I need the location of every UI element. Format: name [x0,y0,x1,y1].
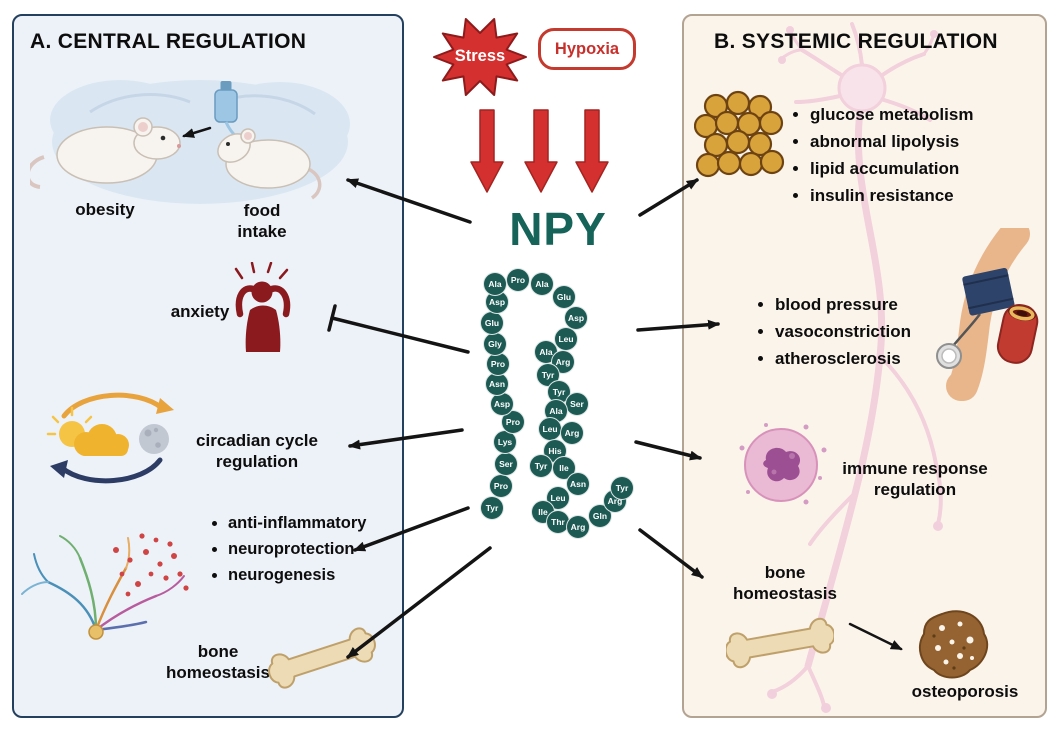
food-intake-label: food intake [237,201,287,242]
neuro-bullet-list: anti-inflammatory neuroprotection neurog… [228,510,366,588]
amino-acid-bead: Glu [480,311,504,335]
anxiety-label: anxiety [170,302,230,321]
amino-acid-bead: Pro [486,352,510,376]
amino-acid-bead: Tyr [529,454,553,478]
adipose-bullet-list: glucose metabolism abnormal lipolysis li… [810,102,973,209]
amino-acid-bead: Glu [552,285,576,309]
hypoxia-badge: Hypoxia [538,28,636,70]
bullet-item: abnormal lipolysis [810,129,973,156]
central-regulation-panel [12,14,404,718]
bullet-item: atherosclerosis [775,346,911,373]
bullet-item: neuroprotection [228,536,366,562]
bullet-item: glucose metabolism [810,102,973,129]
amino-acid-bead: Leu [538,417,562,441]
amino-acid-bead: Asp [564,306,588,330]
bullet-item: anti-inflammatory [228,510,366,536]
bullet-item: vasoconstriction [775,319,911,346]
vascular-bullet-list: blood pressure vasoconstriction atherosc… [775,292,911,373]
systemic-panel-title: B. SYSTEMIC REGULATION [714,30,998,53]
immune-response-label: immune response regulation [842,459,988,500]
bone-homeostasis-label-right: bone homeostasis [733,563,837,604]
central-panel-title: A. CENTRAL REGULATION [30,30,307,53]
amino-acid-bead: Tyr [610,476,634,500]
amino-acid-bead: Ala [483,272,507,296]
circadian-label: circadian cycle regulation [196,431,318,472]
amino-acid-bead: Arg [566,515,590,539]
npy-title: NPY [509,203,607,255]
stress-label: Stress [454,46,506,65]
amino-acid-bead: Pro [506,268,530,292]
amino-acid-bead: Tyr [480,496,504,520]
red-down-arrows [470,109,609,193]
amino-acid-bead: Ala [534,340,558,364]
amino-acid-bead: Asn [566,472,590,496]
obesity-label: obesity [75,200,135,219]
amino-acid-bead: Arg [560,421,584,445]
amino-acid-bead: Leu [554,327,578,351]
amino-acid-bead: Pro [489,474,513,498]
amino-acid-bead: Ser [565,392,589,416]
bullet-item: lipid accumulation [810,156,973,183]
bullet-item: insulin resistance [810,183,973,210]
amino-acid-bead: Pro [501,410,525,434]
bullet-item: blood pressure [775,292,911,319]
bullet-item: neurogenesis [228,562,366,588]
amino-acid-bead: Gly [483,332,507,356]
osteoporosis-label: osteoporosis [911,682,1019,701]
amino-acid-bead: Ser [494,452,518,476]
amino-acid-bead: Ala [530,272,554,296]
bone-homeostasis-label-left: bone homeostasis [166,642,270,683]
